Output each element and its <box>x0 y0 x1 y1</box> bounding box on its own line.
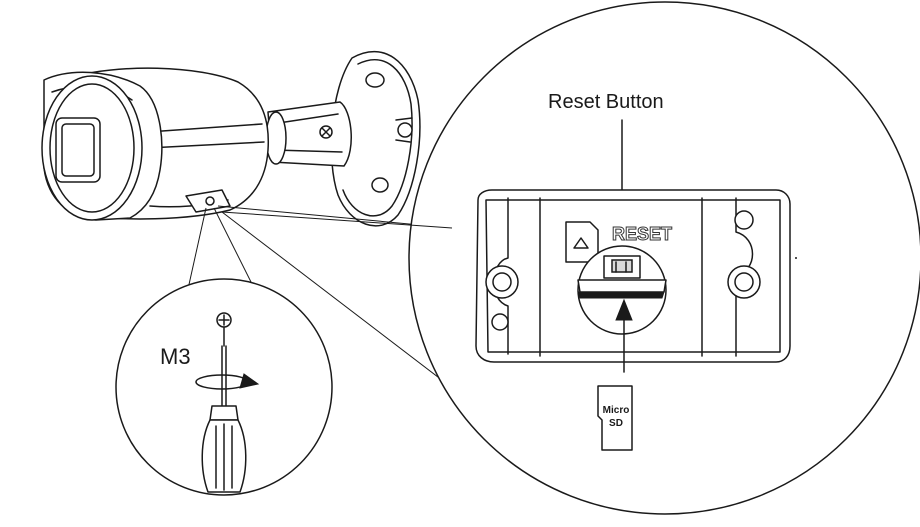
microsd-label-line1: Micro <box>603 405 630 416</box>
reset-zoom-callout: Reset Button RESET <box>217 1 920 515</box>
reset-button-label: Reset Button <box>548 91 664 113</box>
bullet-camera <box>41 50 421 227</box>
wall-mount <box>330 50 421 227</box>
camera-housing <box>41 67 270 221</box>
screw-zoom-callout: M3 <box>115 207 333 496</box>
mount-arm <box>265 101 352 167</box>
screw-size-label: M3 <box>160 344 191 369</box>
reset-marking-text: RESET <box>612 224 672 244</box>
phillips-screw-icon <box>216 312 232 347</box>
screwdriver-icon <box>201 405 247 493</box>
sd-card-icon <box>565 221 599 263</box>
microsd-label-line2: SD <box>609 418 623 429</box>
rotate-arrow-icon <box>195 373 260 390</box>
arrow-up-icon <box>615 298 633 373</box>
microsd-card: Micro SD <box>597 385 633 451</box>
microsd-slot <box>577 279 667 299</box>
